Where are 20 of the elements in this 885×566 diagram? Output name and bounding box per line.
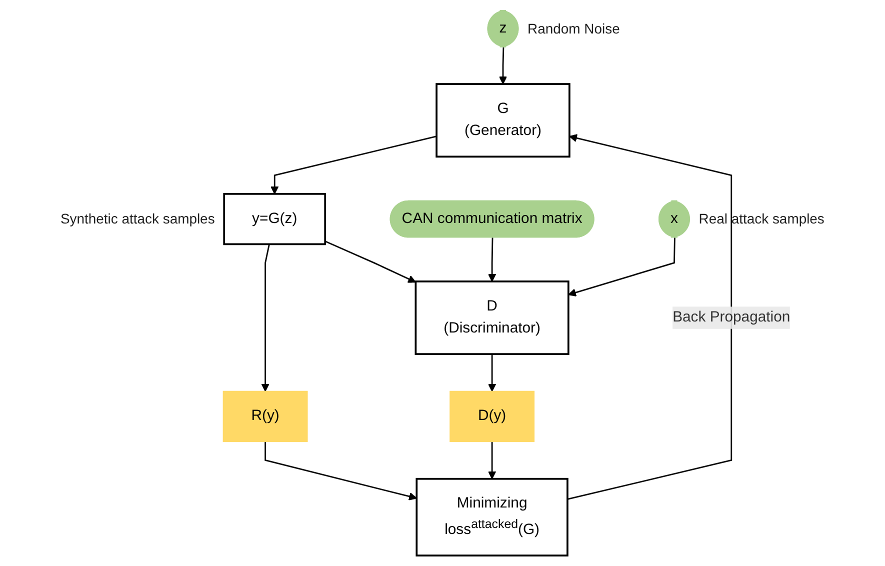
- node-box: R(y): [222, 390, 308, 442]
- node-box: Minimizing loss$^{attacked}$(G): [416, 478, 568, 556]
- node-box: D(y): [450, 390, 535, 442]
- arrow: [568, 238, 676, 297]
- arrow: [488, 354, 496, 392]
- node-box: y=G(z): [223, 192, 326, 246]
- node-caption: Synthetic attack samples: [60, 210, 215, 227]
- node-box: G (Generator): [436, 83, 570, 158]
- arrow: [324, 240, 416, 283]
- node-box: D (Discriminator): [414, 280, 570, 356]
- arrow: [488, 442, 496, 480]
- arrow: [488, 238, 496, 282]
- arrow: [498, 47, 508, 84]
- node-caption: Random Noise: [528, 20, 620, 36]
- arrow: [567, 134, 732, 500]
- node-caption: Real attack samples: [698, 210, 824, 227]
- arrow: [261, 244, 270, 392]
- edge-label: Back Propagation: [672, 309, 790, 326]
- arrow: [264, 442, 418, 500]
- arrow: [270, 136, 437, 194]
